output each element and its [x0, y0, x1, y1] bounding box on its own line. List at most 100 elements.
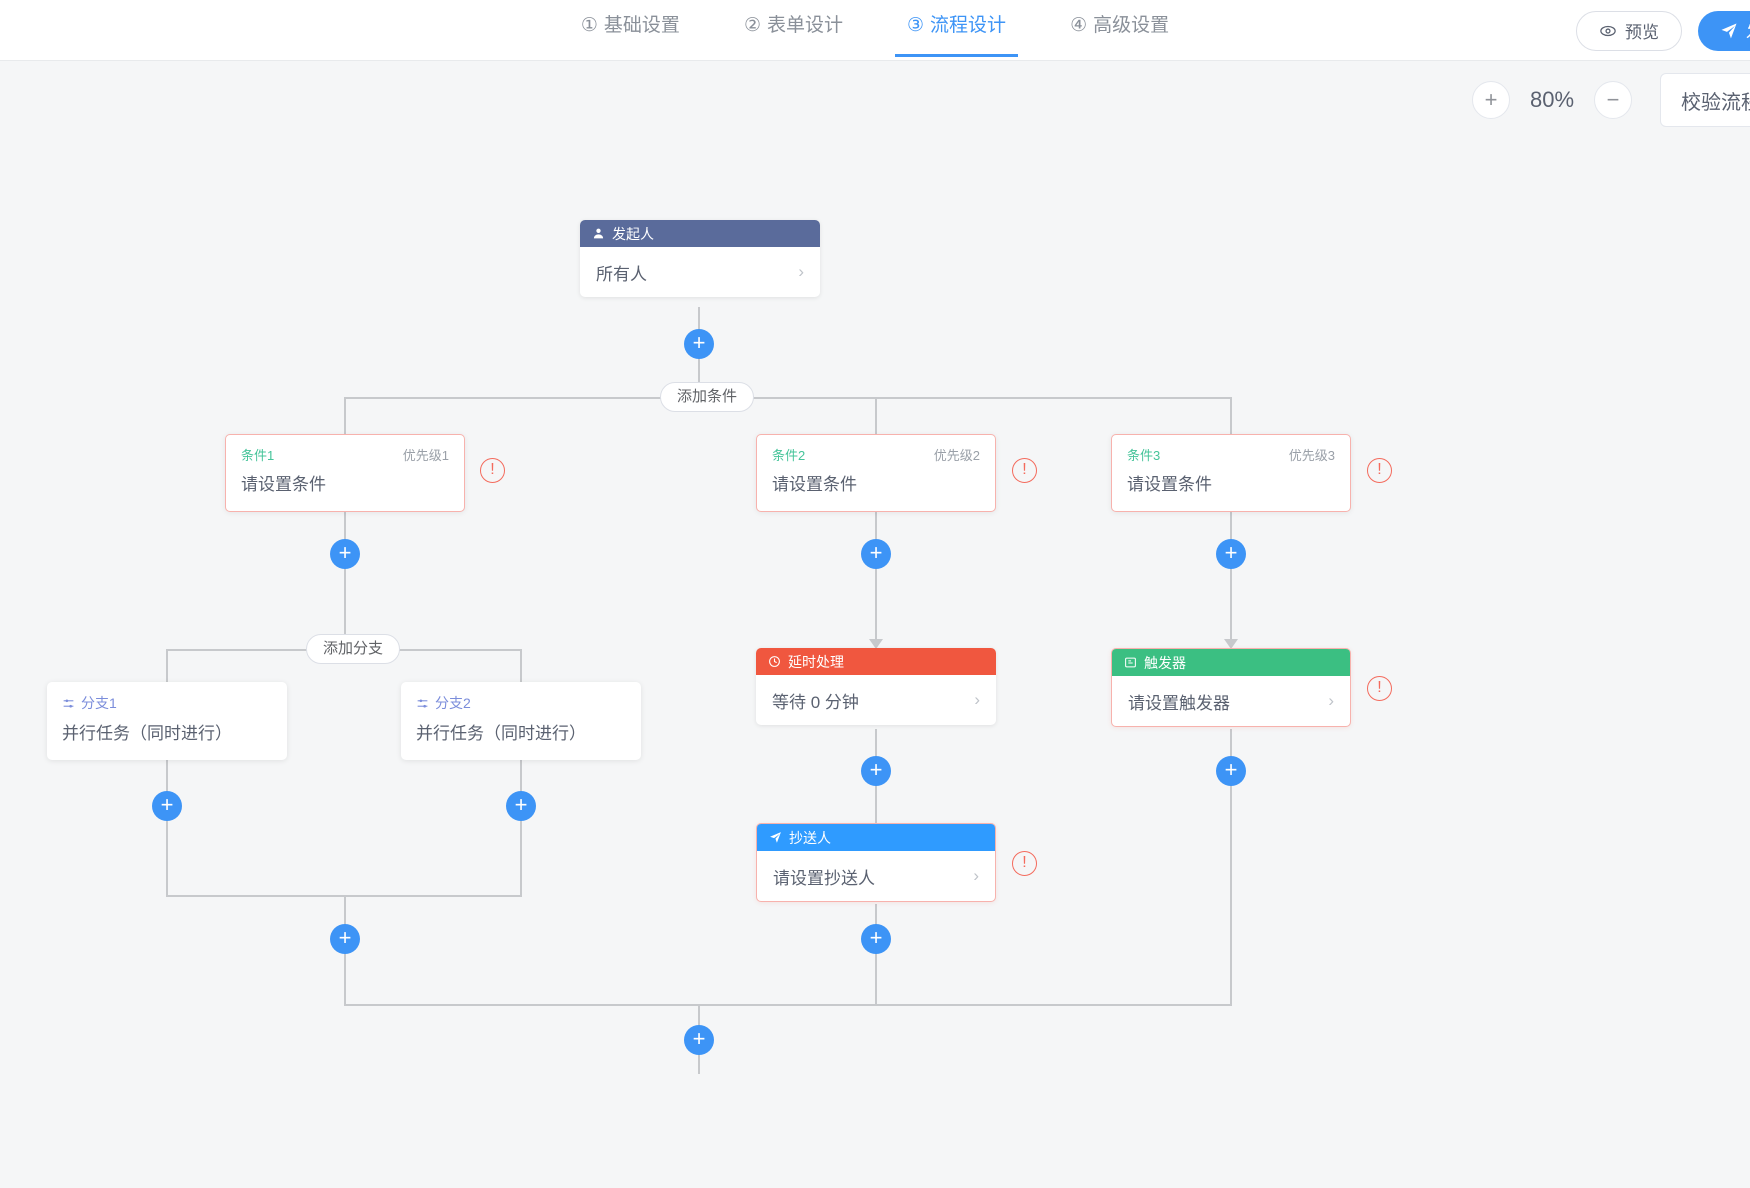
node-branch-2-value: 并行任务（同时进行） [416, 724, 586, 743]
zoom-level-value: 80% [1529, 87, 1575, 112]
node-condition-1-name: 条件1 [241, 448, 275, 463]
tab-basic-settings-label: 基础设置 [603, 15, 680, 36]
trigger-icon [1124, 656, 1137, 669]
connector-line [875, 512, 877, 647]
chevron-right-icon: › [974, 690, 980, 709]
validate-process-button[interactable]: 校验流程 [1660, 73, 1750, 127]
top-bar-actions: 预览 发布 [1576, 0, 1750, 61]
connector-line [875, 729, 877, 864]
arrow-head-icon [869, 639, 883, 649]
connector-line [520, 760, 522, 896]
error-icon[interactable]: ! [1367, 458, 1392, 483]
node-condition-2[interactable]: 条件2 优先级2 请设置条件 [756, 434, 996, 512]
add-node-button-after-delay[interactable]: + [861, 756, 891, 786]
connector-line [1230, 512, 1232, 647]
add-node-button-condition-2[interactable]: + [861, 539, 891, 569]
tab-basic-settings-number: ① [580, 15, 598, 36]
chevron-right-icon: › [1328, 691, 1334, 710]
preview-button-label: 预览 [1625, 23, 1659, 42]
zoom-toolbar: + 80% − 校验流程 [1472, 61, 1750, 139]
node-cc-header: 抄送人 [757, 824, 995, 851]
node-trigger-header: 触发器 [1112, 649, 1350, 676]
node-branch-2[interactable]: 分支2 并行任务（同时进行） [401, 682, 641, 760]
arrow-head-icon [1224, 639, 1238, 649]
add-node-button-after-initiator[interactable]: + [684, 329, 714, 359]
add-node-button-branch-2[interactable]: + [506, 791, 536, 821]
error-icon[interactable]: ! [480, 458, 505, 483]
node-branch-2-name: 分支2 [435, 695, 471, 711]
error-icon[interactable]: ! [1012, 458, 1037, 483]
publish-button-label: 发布 [1746, 18, 1750, 43]
publish-button[interactable]: 发布 [1698, 10, 1750, 51]
node-branch-1-name: 分支1 [81, 695, 117, 711]
chevron-right-icon: › [798, 262, 804, 281]
node-trigger-value: 请设置触发器 [1128, 693, 1230, 713]
sliders-icon [416, 697, 429, 710]
send-icon [1720, 22, 1738, 40]
add-node-button-after-trigger[interactable]: + [1216, 756, 1246, 786]
node-condition-3-name: 条件3 [1127, 448, 1161, 463]
node-condition-1-value: 请设置条件 [241, 475, 326, 494]
user-icon [592, 227, 605, 240]
connector-line [344, 397, 346, 441]
node-condition-3[interactable]: 条件3 优先级3 请设置条件 [1111, 434, 1351, 512]
node-cc-body[interactable]: 请设置抄送人 › [757, 851, 995, 901]
send-icon [769, 831, 782, 844]
tab-form-design-number: ② [743, 15, 761, 36]
connector-line [1230, 729, 1232, 1005]
node-initiator-body[interactable]: 所有人 › [580, 247, 820, 297]
clock-icon [768, 655, 781, 668]
node-branch-1-value: 并行任务（同时进行） [62, 724, 232, 743]
connector-line [344, 397, 1232, 399]
add-node-button-after-cc[interactable]: + [861, 924, 891, 954]
node-initiator-title: 发起人 [612, 225, 654, 242]
error-icon[interactable]: ! [1367, 676, 1392, 701]
node-cc[interactable]: 抄送人 请设置抄送人 › [756, 823, 996, 902]
connector-line [344, 512, 346, 649]
node-cc-title: 抄送人 [789, 829, 831, 846]
node-initiator-value: 所有人 [596, 264, 647, 284]
add-node-button-after-conditions[interactable]: + [684, 1025, 714, 1055]
connector-line [166, 649, 168, 689]
flow-canvas[interactable]: 发起人 所有人 › + 添加条件 条件1 优先级1 请设置条件 ! 条件2 优先… [0, 61, 1750, 1188]
add-node-button-branch-1[interactable]: + [152, 791, 182, 821]
tab-process-design-label: 流程设计 [930, 15, 1007, 36]
connector-line [875, 397, 877, 441]
connector-line [875, 904, 877, 1005]
error-icon[interactable]: ! [1012, 851, 1037, 876]
node-condition-2-value: 请设置条件 [772, 475, 857, 494]
node-delay-body[interactable]: 等待 0 分钟 › [756, 675, 996, 725]
node-trigger-title: 触发器 [1144, 654, 1186, 671]
sliders-icon [62, 697, 75, 710]
node-condition-1-priority: 优先级1 [402, 448, 449, 463]
tab-advanced-settings-number: ④ [1070, 15, 1088, 36]
node-trigger-body[interactable]: 请设置触发器 › [1112, 676, 1350, 726]
add-node-button-after-branches[interactable]: + [330, 924, 360, 954]
add-branch-button[interactable]: 添加分支 [306, 634, 401, 664]
node-condition-1[interactable]: 条件1 优先级1 请设置条件 [225, 434, 465, 512]
add-node-button-condition-3[interactable]: + [1216, 539, 1246, 569]
node-condition-2-meta: 条件2 优先级2 [757, 435, 995, 464]
node-initiator[interactable]: 发起人 所有人 › [580, 220, 820, 297]
zoom-out-button[interactable]: − [1594, 81, 1632, 119]
add-condition-button[interactable]: 添加条件 [660, 382, 755, 412]
tab-form-design-label: 表单设计 [766, 15, 843, 36]
connector-line [344, 1004, 1232, 1006]
node-condition-2-priority: 优先级2 [933, 448, 980, 463]
connector-line [1230, 397, 1232, 441]
node-branch-1[interactable]: 分支1 并行任务（同时进行） [47, 682, 287, 760]
preview-button[interactable]: 预览 [1576, 10, 1682, 51]
node-cc-value: 请设置抄送人 [773, 868, 875, 888]
connector-line [166, 760, 168, 896]
zoom-in-button[interactable]: + [1472, 81, 1510, 119]
node-trigger[interactable]: 触发器 请设置触发器 › [1111, 648, 1351, 727]
node-delay[interactable]: 延时处理 等待 0 分钟 › [756, 648, 996, 725]
add-node-button-condition-1[interactable]: + [330, 539, 360, 569]
node-condition-3-meta: 条件3 优先级3 [1112, 435, 1350, 464]
